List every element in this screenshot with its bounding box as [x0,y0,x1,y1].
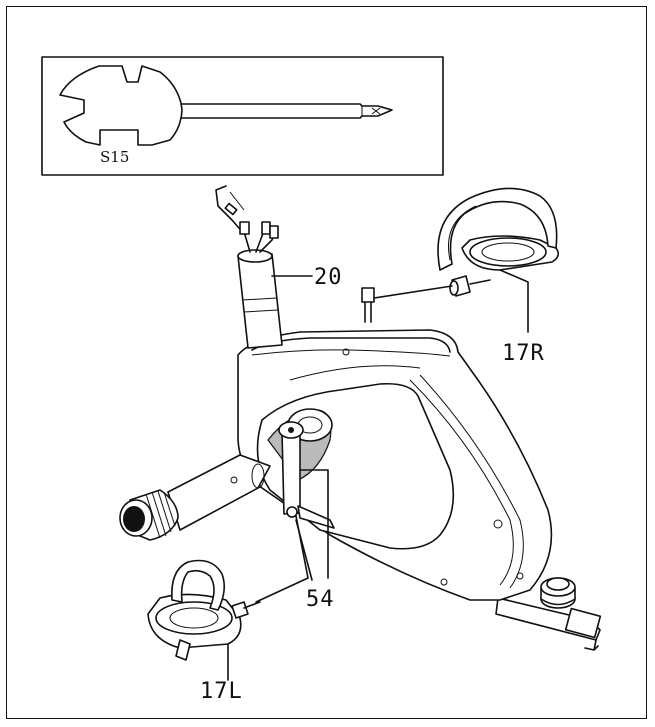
wrench-screwdriver-icon [59,65,393,146]
left-pedal [147,559,261,661]
diagram-frame [6,6,647,719]
front-tube [119,454,271,541]
bike-frame [237,329,602,651]
seat-post [215,185,283,349]
callout-crank-arm: 54 [306,587,335,612]
callout-right-pedal: 17R [502,341,545,366]
tool-inset-box [41,56,444,176]
crank-arm [278,421,335,529]
callout-left-pedal: 17L [200,679,243,704]
end-cap [119,489,179,541]
callout-seat-post: 20 [314,265,343,290]
leader-lines [227,269,529,681]
top-screw [361,287,375,323]
right-pedal [437,187,560,297]
tool-label: S15 [100,148,129,166]
tool-inset: S15 [41,56,444,176]
